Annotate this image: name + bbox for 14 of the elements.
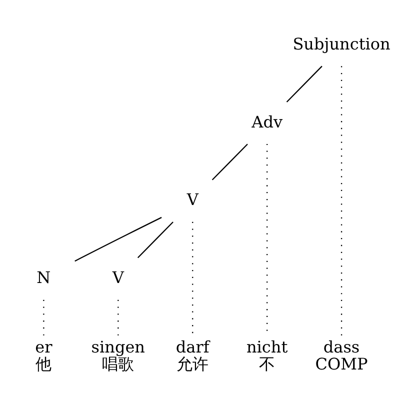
connector <box>74 216 162 262</box>
node-text: nicht 不 <box>246 336 288 374</box>
node-text: V <box>112 268 124 287</box>
node-text: Subjunction <box>292 34 390 53</box>
node-text: V <box>186 190 198 209</box>
node-text: darf 允许 <box>176 336 210 374</box>
node-text: singen 唱歌 <box>91 336 146 374</box>
node-text: dass COMP <box>315 336 368 374</box>
connector <box>137 221 174 258</box>
connector <box>286 65 322 102</box>
connector <box>212 143 248 180</box>
node-text: N <box>36 268 51 287</box>
node-text: er 他 <box>35 336 52 374</box>
node-text: Adv <box>252 112 283 131</box>
